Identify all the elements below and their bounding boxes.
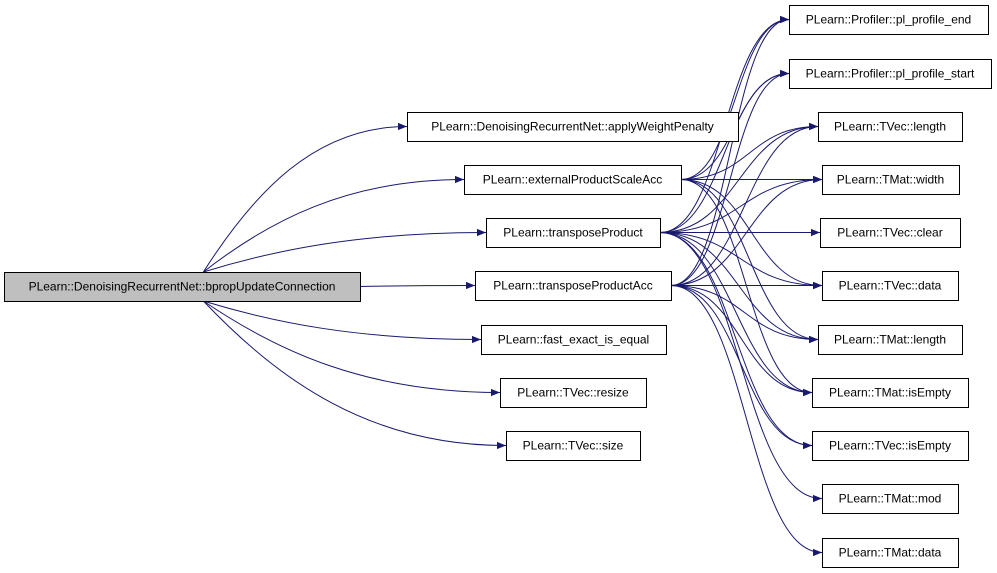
edge-transposeProduct-to-tvec_isEmpty [659, 232, 813, 450]
node-label: PLearn::TVec::data [839, 279, 942, 293]
node-box[interactable] [789, 5, 989, 35]
node-tmat-isEmpty[interactable]: PLearn::TMat::isEmpty [812, 378, 969, 408]
node-label: PLearn::TMat::length [834, 333, 946, 347]
edge-root-to-tvec_size [202, 300, 507, 450]
node-tvec-data[interactable]: PLearn::TVec::data [822, 271, 959, 301]
node-box[interactable] [481, 325, 667, 355]
node-box[interactable] [486, 218, 661, 248]
node-tmat-length[interactable]: PLearn::TMat::length [818, 325, 963, 355]
edge-root-to-applyWeightPenalty [202, 122, 408, 273]
node-label: PLearn::transposeProduct [503, 226, 643, 240]
node-applyWeightPenalty[interactable]: PLearn::DenoisingRecurrentNet::applyWeig… [407, 112, 739, 142]
node-tmat-data[interactable]: PLearn::TMat::data [822, 538, 959, 568]
function-nodes: PLearn::DenoisingRecurrentNet::bpropUpda… [4, 5, 992, 568]
edge-transposeProduct-to-tmat_isEmpty [659, 232, 813, 397]
node-transposeProductAcc[interactable]: PLearn::transposeProductAcc [475, 271, 672, 301]
node-tvec-clear[interactable]: PLearn::TVec::clear [820, 218, 961, 248]
node-box[interactable] [789, 59, 992, 89]
edge-transposeProductAcc-to-tvec_length [670, 122, 819, 286]
edge-root-to-transposeProductAcc [359, 281, 476, 290]
node-fast-exact-is-equal[interactable]: PLearn::fast_exact_is_equal [481, 325, 667, 355]
node-label: PLearn::DenoisingRecurrentNet::bpropUpda… [29, 280, 336, 294]
node-box[interactable] [822, 165, 960, 195]
node-label: PLearn::TVec::size [523, 439, 624, 453]
node-tmat-width[interactable]: PLearn::TMat::width [822, 165, 960, 195]
edge-transposeProduct-to-pl_profile_start [659, 69, 790, 233]
edge-transposeProductAcc-to-tmat_width [670, 175, 823, 286]
node-box[interactable] [475, 271, 672, 301]
edge-transposeProductAcc-to-tmat_length [670, 285, 819, 344]
edge-root-to-transposeProduct [203, 228, 487, 273]
node-pl-profile-start[interactable]: PLearn::Profiler::pl_profile_start [789, 59, 992, 89]
edge-transposeProductAcc-to-tmat_isEmpty [670, 285, 813, 397]
node-tmat-mod[interactable]: PLearn::TMat::mod [822, 484, 959, 514]
edge-externalProductScaleAcc-to-tmat_length [680, 179, 819, 344]
node-label: PLearn::TVec::resize [517, 386, 629, 400]
edge-root-to-externalProductScaleAcc [203, 175, 465, 273]
node-box[interactable] [500, 378, 647, 408]
edge-transposeProductAcc-to-tvec_isEmpty [670, 285, 813, 450]
node-externalProductScaleAcc[interactable]: PLearn::externalProductScaleAcc [464, 165, 682, 195]
node-box[interactable] [820, 218, 961, 248]
node-label: PLearn::fast_exact_is_equal [498, 333, 649, 347]
node-label: PLearn::TMat::mod [839, 492, 942, 506]
node-label: PLearn::TMat::isEmpty [829, 386, 951, 400]
node-transposeProduct[interactable]: PLearn::transposeProduct [486, 218, 661, 248]
node-label: PLearn::TVec::clear [837, 226, 942, 240]
node-label: PLearn::TMat::width [837, 173, 944, 187]
edge-externalProductScaleAcc-to-tvec_length [680, 122, 819, 180]
node-label: PLearn::Profiler::pl_profile_start [806, 67, 975, 81]
node-label: PLearn::TVec::length [834, 120, 946, 134]
edge-transposeProduct-to-tvec_data [659, 232, 823, 290]
node-tvec-isEmpty[interactable]: PLearn::TVec::isEmpty [812, 431, 969, 461]
edge-root-to-fast_exact_is_equal [203, 300, 482, 344]
edge-root-to-tvec_resize [203, 300, 501, 397]
edge-transposeProduct-to-tmat_width [659, 175, 823, 233]
node-box[interactable] [822, 271, 959, 301]
node-label: PLearn::DenoisingRecurrentNet::applyWeig… [431, 120, 714, 134]
node-box[interactable] [4, 272, 361, 302]
node-label: PLearn::transposeProductAcc [493, 279, 652, 293]
node-box[interactable] [822, 484, 959, 514]
edge-externalProductScaleAcc-to-pl_profile_end [680, 15, 790, 180]
edge-transposeProductAcc-to-pl_profile_start [670, 69, 790, 286]
node-pl-profile-end[interactable]: PLearn::Profiler::pl_profile_end [789, 5, 989, 35]
node-tvec-resize[interactable]: PLearn::TVec::resize [500, 378, 647, 408]
node-box[interactable] [812, 378, 969, 408]
node-box[interactable] [506, 431, 641, 461]
node-label: PLearn::TMat::data [839, 546, 942, 560]
node-label: PLearn::TVec::isEmpty [829, 439, 951, 453]
node-box[interactable] [818, 112, 963, 142]
node-box[interactable] [822, 538, 959, 568]
node-tvec-size[interactable]: PLearn::TVec::size [506, 431, 641, 461]
node-label: PLearn::externalProductScaleAcc [483, 173, 662, 187]
node-label: PLearn::Profiler::pl_profile_end [806, 13, 971, 27]
node-tvec-length[interactable]: PLearn::TVec::length [818, 112, 963, 142]
node-box[interactable] [818, 325, 963, 355]
node-box[interactable] [407, 112, 739, 142]
node-box[interactable] [812, 431, 969, 461]
node-root[interactable]: PLearn::DenoisingRecurrentNet::bpropUpda… [4, 272, 361, 302]
edge-transposeProductAcc-to-tmat_data [670, 285, 823, 557]
edge-transposeProductAcc-to-pl_profile_end [670, 15, 790, 286]
node-box[interactable] [464, 165, 682, 195]
edge-transposeProduct-to-tvec_length [659, 122, 819, 233]
call-edges [202, 15, 823, 557]
